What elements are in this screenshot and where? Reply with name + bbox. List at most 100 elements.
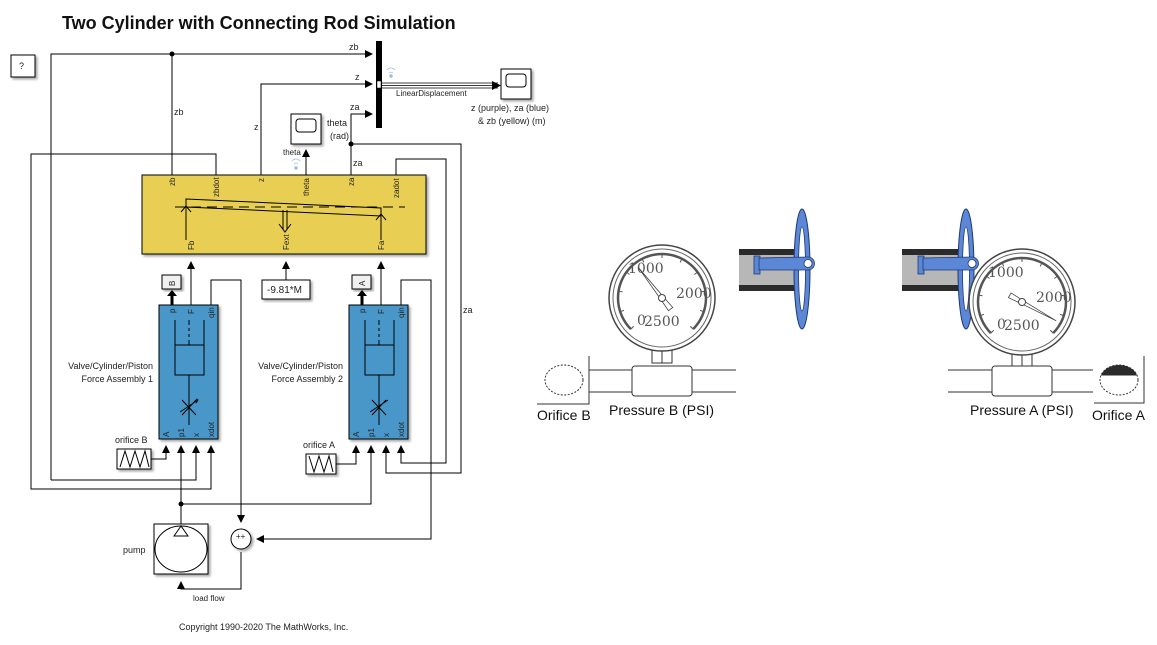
port-za: za xyxy=(347,177,356,186)
port-xdot: xdot xyxy=(397,421,406,437)
goto-b-block[interactable]: B xyxy=(161,274,182,290)
gauge-tick xyxy=(694,271,698,275)
sum-block[interactable]: ++ xyxy=(230,528,252,550)
gauge-tick xyxy=(618,290,623,293)
diagram-title: Two Cylinder with Connecting Rod Simulat… xyxy=(62,13,456,33)
wire-linear-displacement[interactable] xyxy=(382,82,498,89)
gauge-tick xyxy=(1054,275,1058,279)
pump-block[interactable] xyxy=(153,523,209,575)
displacement-scope-label-1: z (purple), za (blue) xyxy=(471,103,549,113)
pipe-a xyxy=(948,356,1145,404)
orifice-b-label: Orifice B xyxy=(537,407,591,423)
assembly-2-name-2: Force Assembly 2 xyxy=(271,374,343,384)
rod-bottom-ports: Fb Fext Fa xyxy=(187,234,386,250)
gauge-tick xyxy=(990,329,995,334)
port-zbdot: zbdot xyxy=(212,177,221,197)
gauge-tick xyxy=(978,294,983,297)
assembly-1-name-1: Valve/Cylinder/Piston xyxy=(68,361,153,371)
valve-cylinder-assembly-1[interactable] xyxy=(158,304,219,440)
displacement-scope[interactable] xyxy=(500,68,532,100)
wire-zb-x[interactable] xyxy=(51,445,200,481)
port-zadot: zadot xyxy=(392,178,401,198)
port-f: F xyxy=(377,309,386,314)
signal-logging-icon xyxy=(291,158,301,170)
signal-lines xyxy=(30,50,501,590)
gauge-tick-label: 0 xyxy=(637,313,646,329)
pressure-b-label: Pressure B (PSI) xyxy=(609,402,714,418)
gauge-tick xyxy=(689,325,694,330)
port-qin: qin xyxy=(207,307,216,318)
wire-z[interactable] xyxy=(260,80,373,175)
port-fb: Fb xyxy=(187,240,196,250)
orifice-a-signal-block[interactable] xyxy=(305,453,337,475)
wire-qin-1[interactable] xyxy=(210,279,245,523)
displacement-scope-label-2: & zb (yellow) (m) xyxy=(478,116,546,126)
pipe-b xyxy=(537,356,736,405)
orifice-b-signal-block[interactable] xyxy=(116,448,152,470)
orifice-a-label: Orifice A xyxy=(1092,407,1146,423)
wire-load-flow[interactable] xyxy=(177,552,242,590)
wire-za-right[interactable] xyxy=(351,143,462,474)
gain-block[interactable]: -9.81*M xyxy=(261,279,311,300)
rod-top-ports: zb zbdot z theta za zadot xyxy=(168,177,401,198)
signal-label-z: z xyxy=(355,72,360,82)
signal-label-load-flow: load flow xyxy=(193,594,225,603)
orifice-b-block-label: orifice B xyxy=(115,435,148,445)
port-a: A xyxy=(162,431,171,437)
gauge-tick xyxy=(641,258,645,263)
port-fa: Fa xyxy=(377,240,386,250)
connecting-rod-block[interactable] xyxy=(141,174,427,255)
gauge-tick-label: 1000 xyxy=(988,265,1024,281)
assembly-1-name-2: Force Assembly 1 xyxy=(81,374,153,384)
port-p1: p1 xyxy=(367,428,376,437)
wire-pump-p1-a[interactable] xyxy=(181,445,375,505)
wire-zadot[interactable] xyxy=(395,158,447,464)
goto-b-label: B xyxy=(168,281,177,286)
signal-logging-icon xyxy=(386,67,396,78)
signal-label-zb-vertical: zb xyxy=(174,107,184,117)
wire-zb-top[interactable] xyxy=(50,50,373,480)
port-p: p xyxy=(358,308,367,313)
port-p1: p1 xyxy=(177,428,186,437)
rod-block-body xyxy=(141,174,427,255)
orifice-a-opening xyxy=(1100,364,1138,376)
port-qin: qin xyxy=(397,307,406,318)
assembly-1-ports: p F qin A p1 x xdot xyxy=(162,307,216,437)
wire-orifice-a[interactable] xyxy=(336,445,360,465)
help-block-label: ? xyxy=(19,61,24,71)
gauge-tick-label: 2000 xyxy=(1036,290,1072,306)
theta-scope-label-1: theta xyxy=(327,118,347,128)
cylinder-b-animation xyxy=(739,208,815,330)
valve-cylinder-assembly-2[interactable] xyxy=(348,304,409,440)
wire-za[interactable] xyxy=(350,110,373,175)
gain-block-label: -9.81*M xyxy=(267,285,302,296)
help-block[interactable]: ? xyxy=(10,54,36,78)
theta-scope[interactable] xyxy=(290,113,322,145)
goto-a-block[interactable]: A xyxy=(351,274,372,290)
gauge-tick-label: 1000 xyxy=(628,261,664,277)
gauge-tick xyxy=(630,325,635,330)
gauge-tick-label: 2500 xyxy=(1004,318,1040,334)
gauge-tick-label: 2500 xyxy=(644,314,680,330)
wire-orifice-b[interactable] xyxy=(151,445,170,460)
gauge-tick xyxy=(1059,313,1065,317)
gauge-tick xyxy=(1001,262,1005,267)
gauge-tick xyxy=(699,309,705,313)
signal-label-linear-displacement: LinearDisplacement xyxy=(396,89,467,98)
wire-zbdot[interactable] xyxy=(30,153,217,490)
port-p: p xyxy=(168,308,177,313)
wire-qin-2[interactable] xyxy=(256,279,432,543)
gauge-tick xyxy=(1061,294,1066,297)
gauge-tick xyxy=(701,290,706,293)
gauge-tick xyxy=(626,271,630,275)
theta-scope-label-2: (rad) xyxy=(330,131,349,141)
port-xdot: xdot xyxy=(207,421,216,437)
signal-label-za: za xyxy=(350,102,360,112)
sum-signs: ++ xyxy=(236,532,246,541)
cylinder-a-animation xyxy=(902,208,979,330)
port-a: A xyxy=(352,431,361,437)
signal-label-zb: zb xyxy=(349,42,359,52)
port-x: x xyxy=(192,433,201,437)
